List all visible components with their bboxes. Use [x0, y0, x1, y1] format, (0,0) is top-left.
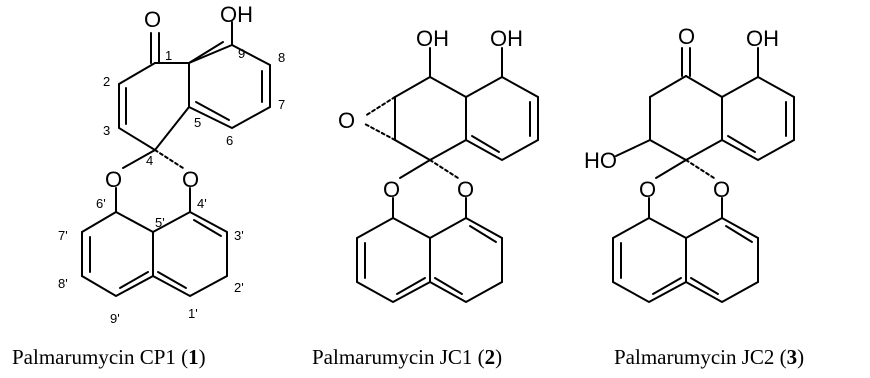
- atom-label-o-left-3: O: [639, 177, 656, 202]
- position-label: 1': [188, 306, 198, 321]
- position-label: 4: [146, 153, 153, 168]
- position-label: 9': [110, 311, 120, 326]
- position-label: 5: [194, 115, 201, 130]
- position-label: 8': [58, 276, 68, 291]
- atom-label-oh-1: OH: [220, 2, 253, 27]
- position-label: 8: [278, 50, 285, 65]
- position-label: 7': [58, 228, 68, 243]
- position-label: 7: [278, 97, 285, 112]
- atom-label-oh-right-2: OH: [490, 26, 523, 51]
- atom-label-oh-3: OH: [746, 26, 779, 51]
- position-label: 2': [234, 280, 244, 295]
- atom-label-o-right-3: O: [713, 177, 730, 202]
- atom-label-o-carbonyl-1: O: [144, 7, 161, 32]
- position-label: 6': [96, 196, 106, 211]
- atom-label-ho-3: HO: [584, 148, 617, 173]
- compound-1-structure: O OH O O 1 2 3 4 5 6 7 8 9 4' 5' 6' 7' 8…: [58, 2, 285, 326]
- position-label: 3: [103, 123, 110, 138]
- position-label: 9: [238, 46, 245, 61]
- position-label: 3': [234, 228, 244, 243]
- compound-2-structure: OH OH O O O: [338, 26, 539, 304]
- caption-compound-3: Palmarumycin JC2 (3): [614, 345, 804, 369]
- compound-3-structure: O OH HO O O: [584, 24, 795, 304]
- position-label: 6: [226, 133, 233, 148]
- caption-compound-1: Palmarumycin CP1 (1): [12, 345, 206, 369]
- position-label: 4': [197, 196, 207, 211]
- position-label: 5': [155, 215, 165, 230]
- position-label: 2: [103, 74, 110, 89]
- atom-label-o-right-1: O: [182, 167, 199, 192]
- atom-label-o-left-2: O: [383, 177, 400, 202]
- atom-label-o-epoxide-2: O: [338, 108, 355, 133]
- position-label: 1: [165, 48, 172, 63]
- atom-label-o-left-1: O: [105, 167, 122, 192]
- caption-compound-2: Palmarumycin JC1 (2): [312, 345, 502, 369]
- atom-label-o-carbonyl-3: O: [678, 24, 695, 49]
- atom-label-o-right-2: O: [457, 177, 474, 202]
- atom-label-oh-top-2: OH: [416, 26, 449, 51]
